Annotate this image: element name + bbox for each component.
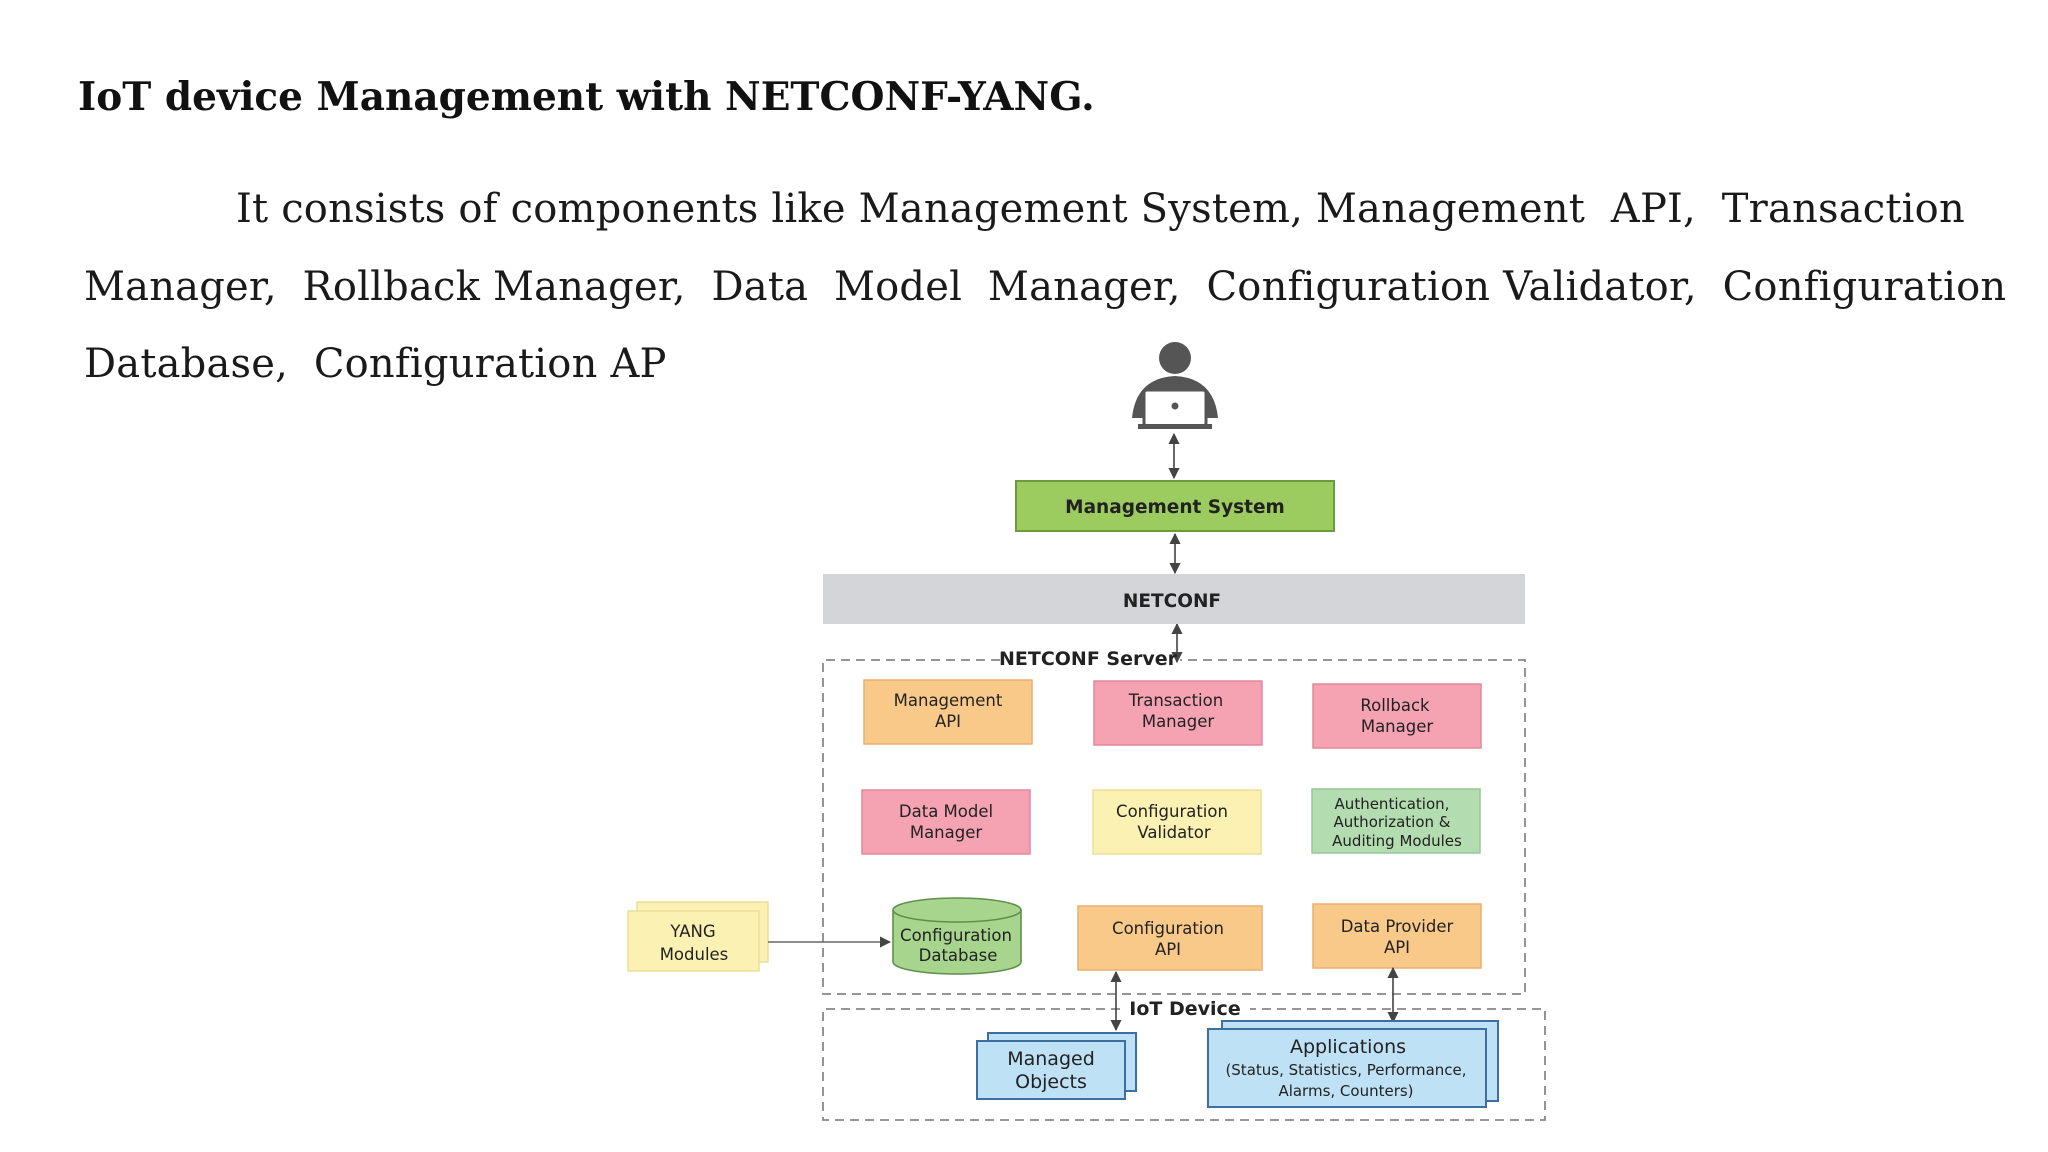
svg-text:Database: Database [919,946,998,965]
svg-text:API: API [1155,940,1181,959]
svg-text:API: API [1384,938,1410,957]
management-api-box: Management API [863,679,1033,745]
svg-text:Data Model: Data Model [899,802,993,821]
svg-text:Transaction: Transaction [1128,691,1223,710]
svg-text:Configuration: Configuration [1116,802,1228,821]
management-system-label: Management System [1065,497,1285,518]
svg-text:Configuration: Configuration [1112,919,1224,938]
netconf-server-label: NETCONF Server [999,648,1178,670]
yang-modules-box: YANG Modules [627,901,769,972]
paragraph-line-3: Database, Configuration AP [84,341,667,387]
svg-text:Management: Management [894,691,1003,710]
configuration-database-cylinder: Configuration Database [892,897,1022,975]
svg-text:Manager: Manager [1361,717,1434,736]
netconf-bar: NETCONF [823,574,1525,624]
svg-text:Alarms, Counters): Alarms, Counters) [1278,1082,1413,1100]
svg-text:Configuration: Configuration [900,926,1012,945]
svg-text:Manager: Manager [910,823,983,842]
svg-text:Rollback: Rollback [1360,696,1430,715]
rollback-manager-box: Rollback Manager [1312,683,1482,749]
svg-text:Authorization &: Authorization & [1334,813,1451,831]
iot-device-label: IoT Device [1129,998,1240,1020]
netconf-bar-label: NETCONF [1123,591,1221,612]
svg-text:Managed: Managed [1007,1048,1095,1070]
paragraph-line-1: It consists of components like Managemen… [236,186,1965,232]
iot-device-group: IoT Device [822,998,1546,1121]
user-with-laptop-icon [1132,342,1218,429]
svg-text:Data Provider: Data Provider [1341,917,1454,936]
transaction-manager-box: Transaction Manager [1093,680,1263,746]
svg-text:Manager: Manager [1142,712,1215,731]
applications-box: Applications (Status, Statistics, Perfor… [1207,1020,1499,1108]
managed-objects-box: Managed Objects [976,1032,1137,1100]
svg-text:Applications: Applications [1290,1036,1406,1058]
svg-text:Modules: Modules [660,945,729,964]
svg-text:API: API [935,712,961,731]
svg-text:Auditing Modules: Auditing Modules [1332,832,1462,850]
svg-text:(Status, Statistics, Performan: (Status, Statistics, Performance, [1225,1061,1466,1079]
svg-text:YANG: YANG [669,922,715,941]
paragraph-line-2: Manager, Rollback Manager, Data Model Ma… [84,264,2007,310]
page-title: IoT device Management with NETCONF-YANG. [78,74,1095,120]
netconf-server-group: NETCONF Server [822,648,1526,995]
svg-text:Objects: Objects [1015,1071,1087,1093]
configuration-validator-box: Configuration Validator [1092,789,1262,855]
svg-text:Authentication,: Authentication, [1335,795,1450,813]
data-model-manager-box: Data Model Manager [861,789,1031,855]
svg-text:Validator: Validator [1137,823,1210,842]
configuration-api-box: Configuration API [1077,905,1263,971]
auth-modules-box: Authentication, Authorization & Auditing… [1311,788,1481,854]
management-system-box: Management System [1015,480,1335,532]
data-provider-api-box: Data Provider API [1312,903,1482,969]
